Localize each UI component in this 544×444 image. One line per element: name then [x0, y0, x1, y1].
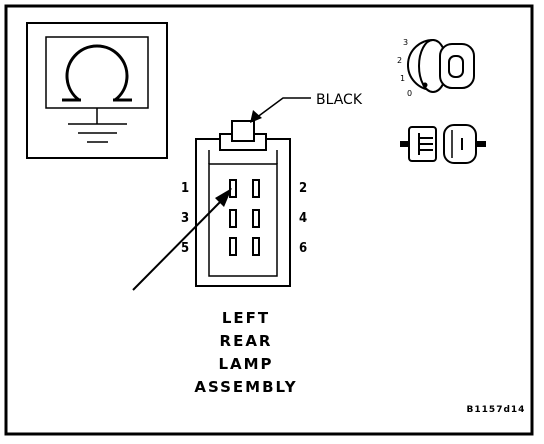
cavity-5 — [229, 237, 237, 256]
figure-code: B1157d14 — [467, 405, 526, 415]
terminal-cavities — [229, 179, 260, 256]
ignition-position-1: 1 — [400, 74, 405, 83]
pin-label-2: 2 — [299, 181, 307, 196]
pin-label-5: 5 — [181, 241, 189, 256]
wire-color-label: BLACK — [316, 92, 363, 108]
ignition-position-3: 3 — [403, 38, 408, 47]
pin-label-1: 1 — [181, 181, 189, 196]
cavity-1 — [229, 179, 237, 198]
outer-frame — [4, 4, 534, 436]
cavity-2 — [252, 179, 260, 198]
cavity-6 — [252, 237, 260, 256]
cavity-4 — [252, 209, 260, 228]
probe-arrow — [132, 188, 232, 291]
ignition-position-2: 2 — [397, 56, 402, 65]
title-line-3: LAMP — [218, 355, 273, 373]
pin-label-4: 4 — [299, 211, 307, 226]
cavity-3 — [229, 209, 237, 228]
title-line-4: ASSEMBLY — [194, 378, 297, 396]
connector-body — [195, 120, 291, 287]
pin-label-6: 6 — [299, 241, 307, 256]
wire-color-leader — [250, 97, 311, 123]
title-line-2: REAR — [220, 332, 273, 350]
title-line-1: LEFT — [222, 309, 270, 327]
ohmmeter-icon — [26, 22, 168, 159]
disconnected-connector-icon — [400, 124, 486, 164]
ignition-position-0: 0 — [407, 89, 412, 98]
pin-label-3: 3 — [181, 211, 189, 226]
ignition-key-icon: 3 2 1 0 — [397, 38, 475, 98]
